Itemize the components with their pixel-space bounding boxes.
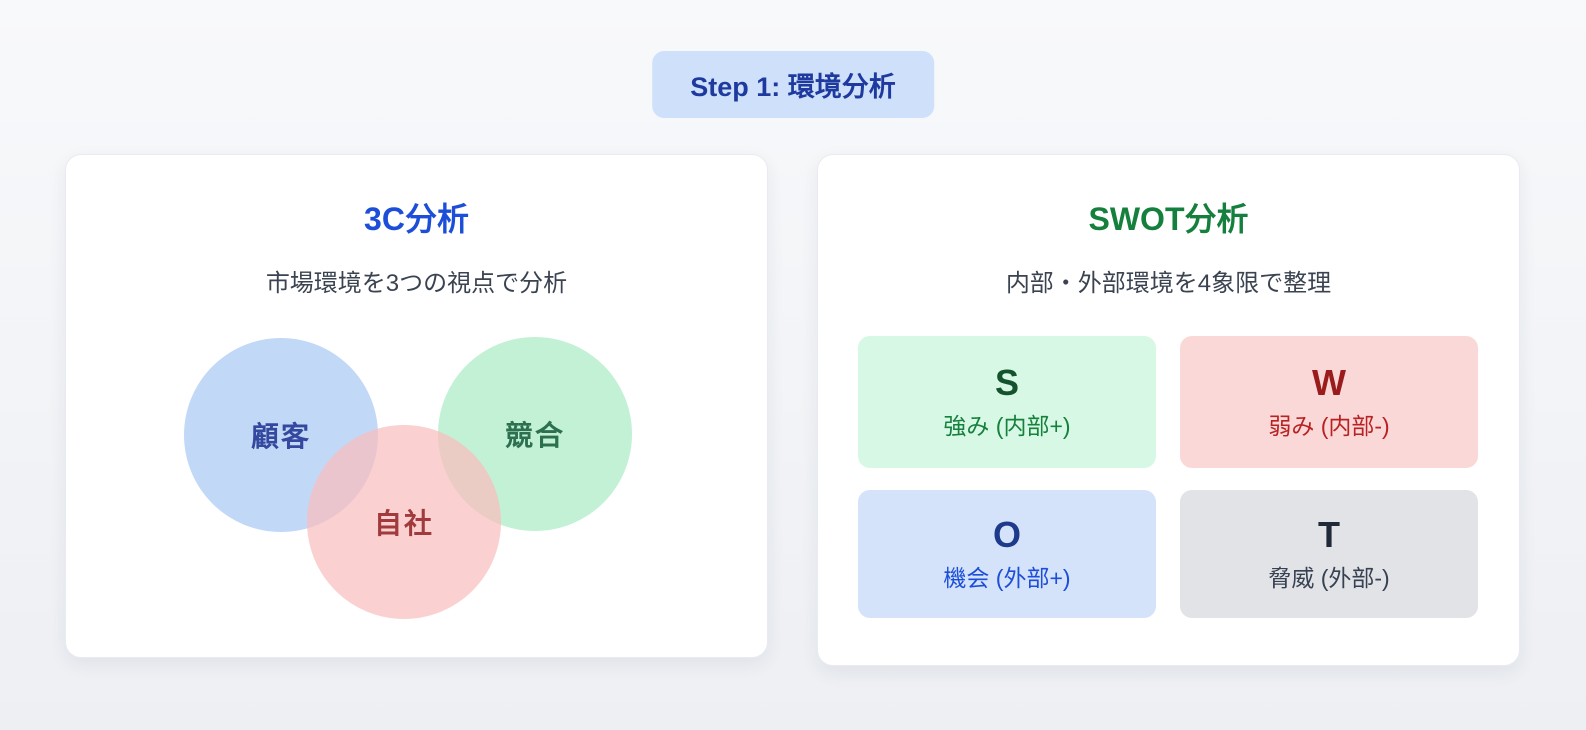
swot-letter-o: O — [992, 514, 1021, 555]
venn-label-company: 自社 — [373, 508, 434, 539]
swot-label-threats: 脅威 (外部-) — [1268, 565, 1390, 591]
venn-circle-customer: 顧客 — [184, 338, 378, 532]
card-swot-title: SWOT分析 — [1088, 201, 1249, 237]
swot-label-strengths: 強み (内部+) — [943, 413, 1071, 439]
card-3c-title: 3C分析 — [364, 201, 469, 237]
swot-cell-opportunities: O 機会 (外部+) — [858, 490, 1156, 618]
swot-label-opportunities: 機会 (外部+) — [943, 565, 1071, 591]
swot-cell-strengths: S 強み (内部+) — [858, 336, 1156, 468]
venn-circle-company: 自社 — [307, 425, 501, 619]
card-swot-subtitle: 内部・外部環境を4象限で整理 — [1005, 270, 1332, 297]
swot-letter-w: W — [1312, 362, 1346, 403]
swot-letter-s: S — [994, 362, 1019, 403]
swot-cell-weaknesses: W 弱み (内部-) — [1180, 336, 1478, 468]
swot-cell-threats: T 脅威 (外部-) — [1180, 490, 1478, 618]
card-3c-subtitle: 市場環境を3つの視点で分析 — [265, 270, 568, 297]
swot-letter-t: T — [1318, 514, 1340, 555]
venn-label-competitor: 競合 — [504, 420, 565, 451]
cards-row: 3C分析 市場環境を3つの視点で分析 顧客 競合 自社 SWOT分析 内部・外部… — [65, 154, 1520, 666]
swot-label-weaknesses: 弱み (内部-) — [1268, 413, 1390, 439]
step-badge: Step 1: 環境分析 — [652, 51, 934, 118]
venn-label-customer: 顧客 — [250, 421, 311, 452]
swot-grid: S 強み (内部+) W 弱み (内部-) O 機会 (外部+) T 脅威 (外… — [858, 336, 1478, 618]
card-3c-analysis: 3C分析 市場環境を3つの視点で分析 顧客 競合 自社 — [65, 154, 768, 658]
card-swot-analysis: SWOT分析 内部・外部環境を4象限で整理 S 強み (内部+) W 弱み (内… — [817, 154, 1520, 666]
